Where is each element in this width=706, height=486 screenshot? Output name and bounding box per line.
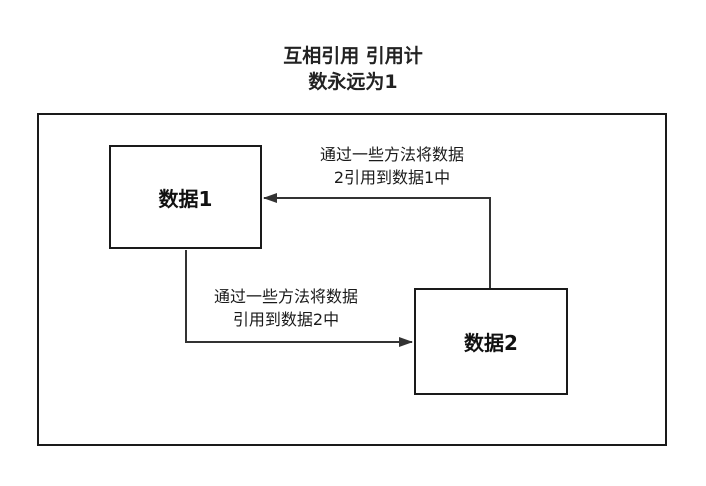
edge-label-line: 2引用到数据1中 bbox=[333, 168, 451, 187]
edge-label-data2-to-data1: 通过一些方法将数据 2引用到数据1中 bbox=[296, 143, 488, 189]
node-data2: 数据2 bbox=[414, 288, 568, 395]
edge-label-line: 引用到数据2中 bbox=[232, 310, 340, 329]
node-data2-label: 数据2 bbox=[464, 331, 518, 355]
arrow-data1-to-data2 bbox=[185, 250, 413, 347]
edge-label-data1-to-data2: 通过一些方法将数据 引用到数据2中 bbox=[190, 285, 382, 331]
node-data1-label: 数据1 bbox=[158, 186, 213, 211]
diagram-title-line-2: 数永远为1 bbox=[308, 71, 398, 93]
edge-label-line: 通过一些方法将数据 bbox=[213, 287, 358, 306]
node-data1: 数据1 bbox=[109, 145, 262, 249]
container-frame bbox=[37, 113, 667, 446]
edge-label-line: 通过一些方法将数据 bbox=[319, 145, 464, 164]
diagram-title-line-1: 互相引用 引用计 bbox=[283, 45, 423, 67]
arrow-data2-to-data1 bbox=[263, 193, 491, 288]
